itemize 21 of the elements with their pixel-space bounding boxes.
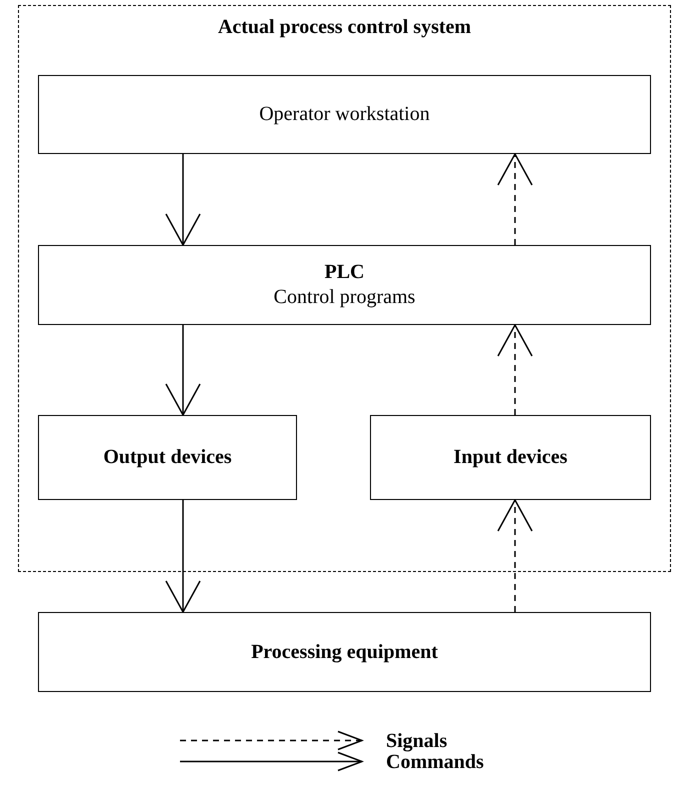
box-label: Output devices [103, 445, 232, 470]
process-box [370, 415, 651, 500]
system-boundary [18, 5, 671, 572]
arrow [165, 325, 201, 416]
box-sublabel: Control programs [274, 285, 416, 310]
box-label: Operator workstation [259, 102, 430, 127]
process-box [38, 612, 651, 692]
process-box [38, 245, 651, 325]
box-label: Input devices [454, 445, 568, 470]
process-box [38, 415, 297, 500]
arrow [165, 154, 201, 246]
legend-label: Signals [386, 730, 448, 750]
box-label: Processing equipment [251, 640, 438, 664]
arrow [497, 324, 533, 415]
arrow [497, 499, 533, 612]
legend-label: Commands [386, 752, 484, 772]
boundary-title: Actual process control system [216, 15, 472, 40]
box-label: PLC [324, 260, 364, 285]
process-box [38, 75, 651, 154]
arrow [165, 500, 201, 613]
arrow [497, 153, 533, 245]
